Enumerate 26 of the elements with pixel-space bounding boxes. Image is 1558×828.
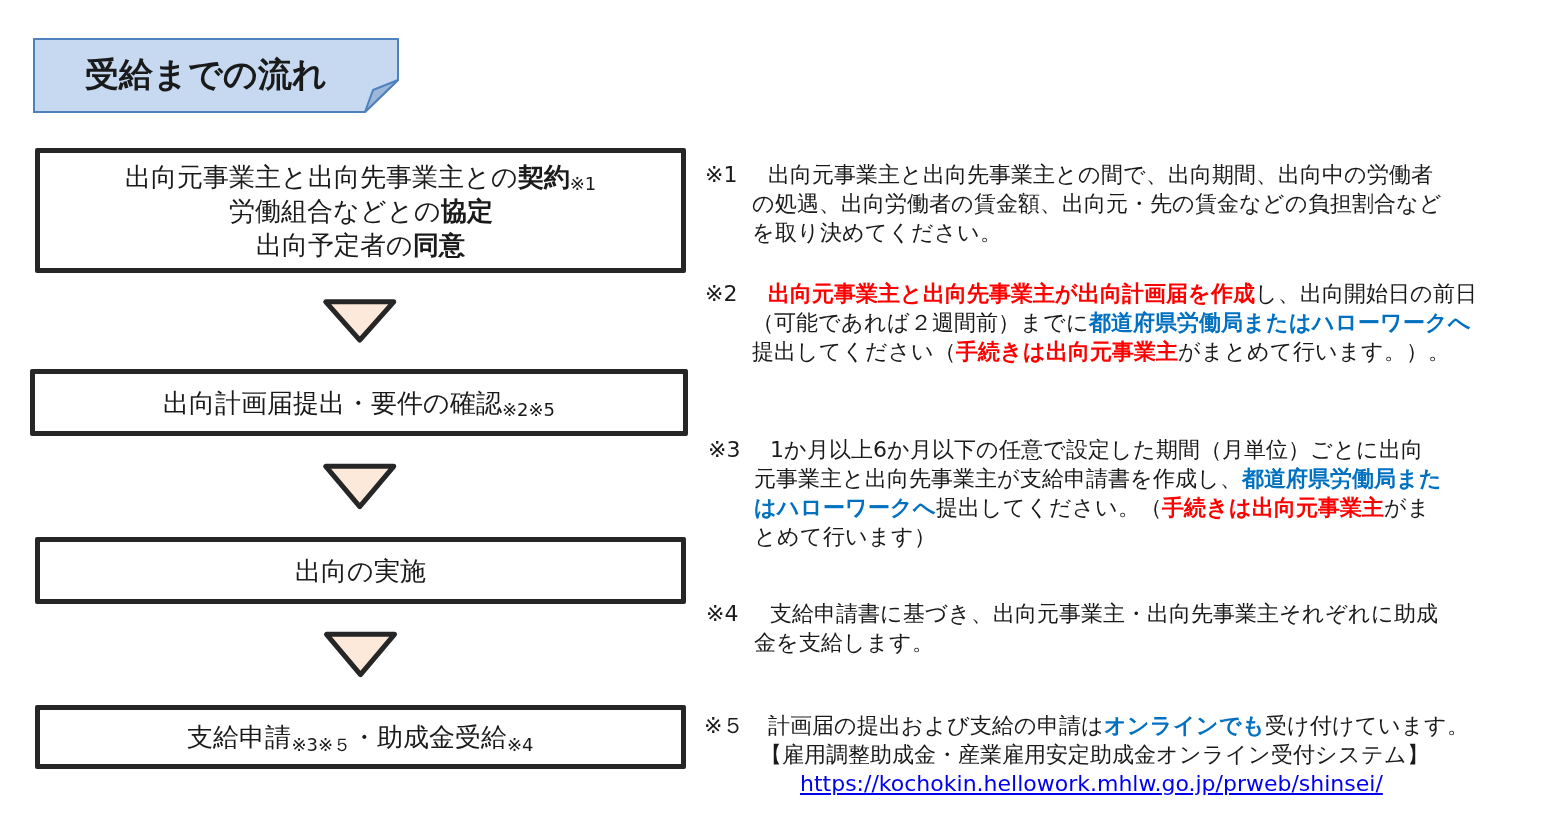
note-text: 計画届の提出および支給の申請はオンラインでも受け付けています。	[767, 712, 1470, 740]
step-text: 出向の実施	[295, 554, 426, 588]
note-marker: ※1	[705, 162, 738, 187]
step-text: 支給申請$_{※3※５}$・助成金受給$_{※4}$	[187, 721, 534, 754]
process-box	[35, 148, 686, 273]
down-arrow	[324, 631, 397, 678]
note-marker: ※3	[708, 437, 741, 462]
note-text: 出向元事業主と出向先事業主が出向計画届を作成し、出向開始日の前日（可能であれば２週間前）までに都道府県労働局またはハローワークへ提出してください（手続きは出向元事業主がまとめて行います。）。	[752, 280, 1478, 366]
note-text: 1か月以上6か月以下の任意で設定した期間（月単位）ごとに出向元事業主と出向先事業主が支給申請書を作成し、都道府県労働局またはハローワークへ提出してください。（手続きは出向元事業主がまとめて行います）	[754, 436, 1443, 551]
step-text: 出向計画届提出・要件の確認$_{※2※5}$	[162, 386, 556, 420]
step-text: 出向元事業主と出向先事業主との契約$_{※1}$	[124, 160, 597, 194]
process-box	[30, 369, 688, 436]
url-link: https://kochokin.hellowork.mhlw.go.jp/prweb/shinsei/	[800, 771, 1383, 796]
note-marker: ※2	[705, 281, 738, 306]
process-box	[35, 705, 686, 769]
note-marker: ※4	[706, 601, 739, 626]
process-box	[35, 537, 686, 604]
step-text: 労働組合などとの協定	[228, 194, 493, 228]
note-marker: ※５	[704, 713, 745, 738]
down-arrow	[323, 463, 397, 510]
down-arrow	[323, 299, 397, 343]
title: 受給までの流れ	[85, 54, 327, 94]
note-text: 出向元事業主と出向先事業主との間で、出向期間、出向中の労働者の処遇、出向労働者の賃金額、出向元・先の賃金などの負担割合などを取り決めてください。	[752, 161, 1442, 247]
step-text: 出向予定者の同意	[256, 228, 465, 262]
note-text: 支給申請書に基づき、出向元事業主・出向先事業主それぞれに助成金を支給します。	[754, 600, 1439, 657]
system-name: 【雇用調整助成金・産業雇用安定助成金オンライン受付システム】	[760, 742, 1429, 767]
